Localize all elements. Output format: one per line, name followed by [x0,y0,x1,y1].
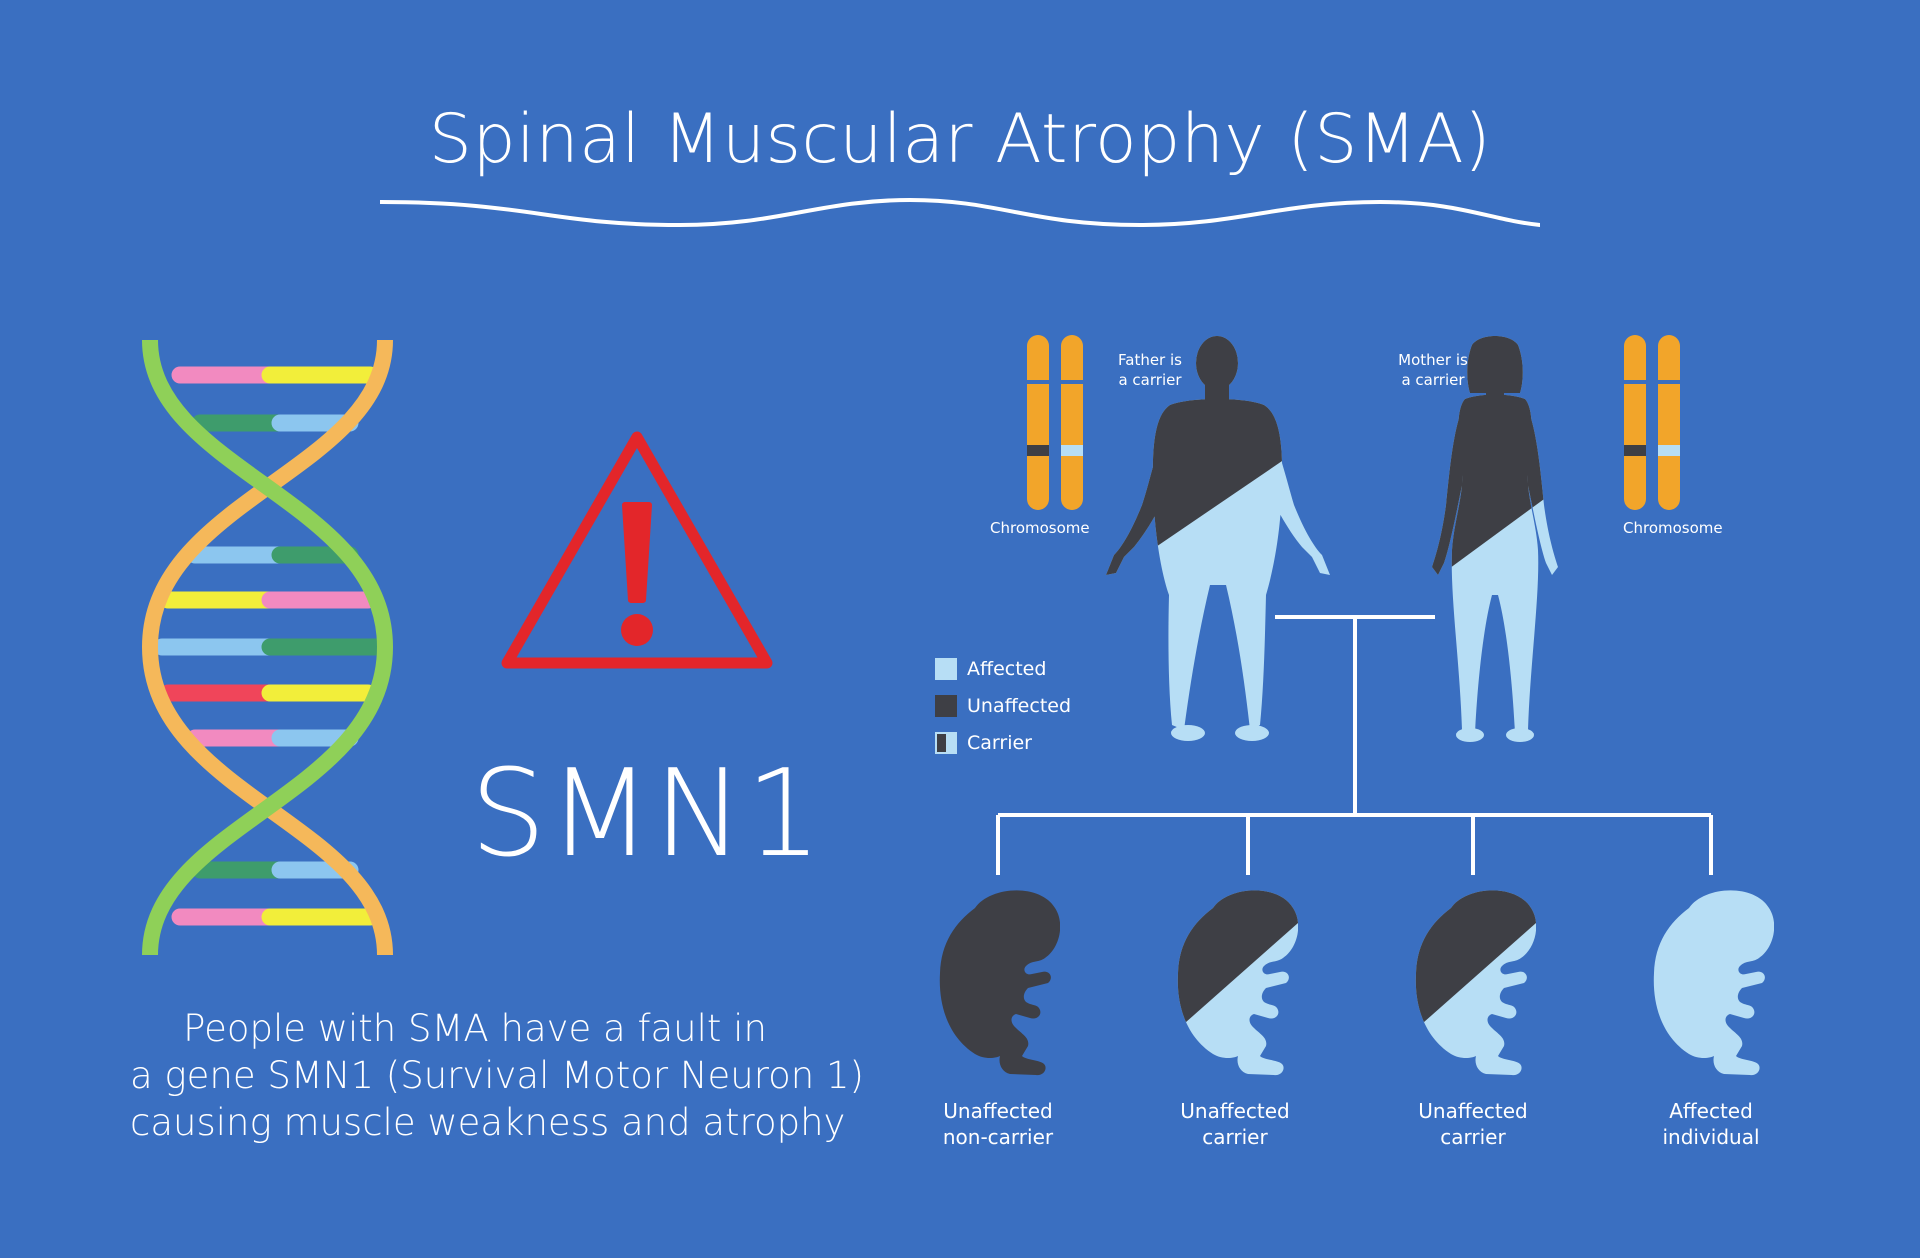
child-label: Unaffected non-carrier [898,1098,1098,1150]
male-silhouette-icon [1106,336,1330,741]
legend-label: Unaffected [967,694,1072,717]
child-label-line: carrier [1440,1125,1506,1149]
father-label-line: Father is [1118,351,1182,369]
family-tree-lines [996,615,1713,875]
description: People with SMA have a fault in a gene S… [130,1005,864,1146]
page-title: Spinal Muscular Atrophy (SMA) [428,100,1492,179]
chromosome-icon [1622,335,1682,510]
fetus-icon [1653,890,1774,1076]
description-line: a gene SMN1 (Survival Motor Neuron 1) [130,1054,864,1097]
father-label-line: a carrier [1118,371,1182,389]
description-line: causing muscle weakness and atrophy [130,1101,846,1144]
unaffected-swatch [935,694,957,717]
wave-divider [380,197,1540,228]
fetus-icon [1177,890,1298,1076]
child-label-line: carrier [1202,1125,1268,1149]
child-label-line: Unaffected [943,1099,1053,1123]
fetus-icon [939,890,1060,1076]
warning-triangle-icon [501,431,773,669]
legend-item-unaffected: Unaffected [935,687,1071,724]
mother-label-line: Mother is [1398,351,1468,369]
legend-label: Carrier [967,731,1032,754]
legend-label: Affected [967,657,1047,680]
child-label-line: non-carrier [942,1125,1054,1149]
child-label: Unaffected carrier [1373,1098,1573,1150]
female-silhouette-icon [1432,336,1558,742]
child-label-line: Unaffected [1418,1099,1528,1123]
child-label: Unaffected carrier [1135,1098,1335,1150]
carrier-swatch [935,731,957,754]
legend-item-affected: Affected [935,650,1071,687]
chromosome-label: Chromosome [990,519,1090,537]
chromosome-label: Chromosome [1623,519,1723,537]
child-label-line: Affected [1669,1099,1753,1123]
mother-label-line: a carrier [1401,371,1465,389]
child-label-line: individual [1662,1125,1760,1149]
child-label-line: Unaffected [1180,1099,1290,1123]
gene-name: SMN1 [470,745,824,884]
father-label: Father is a carrier [1110,350,1190,390]
mother-label: Mother is a carrier [1393,350,1473,390]
fetus-icon [1415,890,1536,1076]
child-label: Affected individual [1611,1098,1811,1150]
chromosome-icon [1025,335,1085,510]
legend: Affected Unaffected Carrier [935,650,1071,761]
affected-swatch [935,657,957,680]
dna-helix-icon [141,339,394,956]
description-line: People with SMA have a fault in [183,1007,767,1050]
legend-item-carrier: Carrier [935,724,1071,761]
